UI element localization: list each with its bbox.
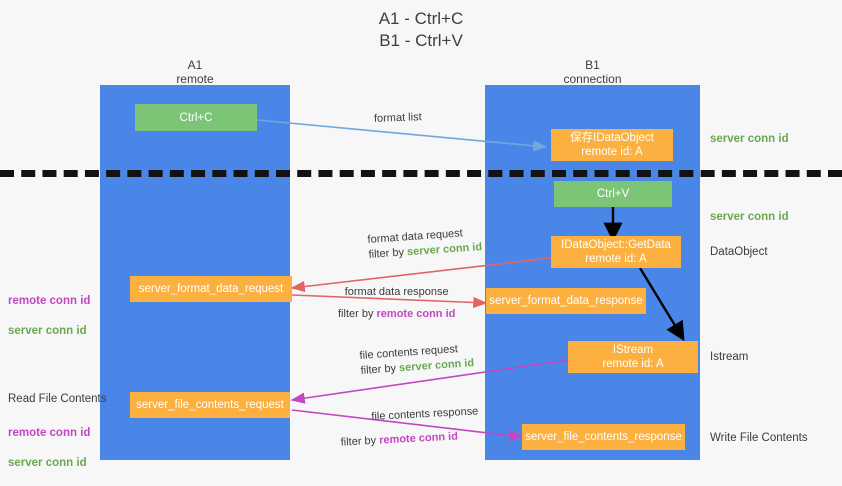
right-label-server-conn-id-second: server conn id xyxy=(710,211,789,223)
column-header-b1-subtitle: connection xyxy=(563,72,622,86)
left-label-server-conn-id: server conn id xyxy=(8,325,87,337)
left-label-file-conn-ids: remote conn id server conn id xyxy=(8,411,90,486)
right-label-istream: Istream xyxy=(710,351,749,363)
edge-label-format-data-response-line1: format data response xyxy=(344,286,449,298)
page-title: A1 - Ctrl+C B1 - Ctrl+V xyxy=(378,9,464,50)
right-label-write-file-contents: Write File Contents xyxy=(710,432,808,444)
column-header-a1-subtitle: remote xyxy=(176,72,214,86)
edge-label-format-list: format list xyxy=(373,111,422,125)
column-header-a1-text: A1 xyxy=(187,58,203,72)
node-save-idataobject[interactable]: 保存IDataObject remote id: A xyxy=(551,129,673,161)
edge-label-format-data-response: format data response filter by remote co… xyxy=(338,285,455,322)
left-label-remote-conn-id: remote conn id xyxy=(8,427,91,439)
filter-key-server-conn-id: server conn id xyxy=(398,357,475,375)
column-header-b1-text: B1 xyxy=(585,58,600,72)
right-label-server-conn-id-top: server conn id xyxy=(710,133,789,145)
filter-prefix: filter by xyxy=(338,308,377,320)
left-label-read-file-contents: Read File Contents xyxy=(8,393,107,405)
left-label-remote-conn-id: remote conn id xyxy=(8,295,91,307)
node-ctrl-v[interactable]: Ctrl+V xyxy=(554,181,672,207)
node-server-file-contents-request[interactable]: server_file_contents_request xyxy=(130,392,290,418)
filter-prefix: filter by xyxy=(368,246,408,261)
filter-prefix: filter by xyxy=(360,362,400,377)
node-server-format-data-response[interactable]: server_format_data_response xyxy=(486,288,646,314)
left-label-server-conn-id: server conn id xyxy=(8,457,87,469)
node-ctrl-c[interactable]: Ctrl+C xyxy=(135,104,257,131)
filter-prefix: filter by xyxy=(340,434,380,449)
edge-label-file-contents-response-filter: filter by remote conn id xyxy=(340,428,480,450)
left-label-format-conn-ids: remote conn id server conn id xyxy=(8,279,90,354)
node-idataobject-getdata[interactable]: IDataObject::GetData remote id: A xyxy=(551,236,681,268)
phase-divider xyxy=(0,170,842,177)
edge-label-file-contents-response-line1: file contents response xyxy=(371,405,479,423)
filter-key-remote-conn-id: remote conn id xyxy=(376,308,456,320)
node-istream[interactable]: IStream remote id: A xyxy=(568,341,698,373)
node-server-file-contents-response[interactable]: server_file_contents_response xyxy=(522,424,685,450)
edge-label-file-contents-response: file contents response filter by remote … xyxy=(339,404,480,450)
edge-label-format-data-request: format data request filter by server con… xyxy=(367,225,483,263)
edge-label-file-contents-request: file contents request filter by server c… xyxy=(359,341,475,379)
right-label-dataobject: DataObject xyxy=(710,246,768,258)
node-server-format-data-request[interactable]: server_format_data_request xyxy=(130,276,292,302)
edge-label-format-data-response-filter: filter by remote conn id xyxy=(338,307,455,322)
filter-key-remote-conn-id: remote conn id xyxy=(378,430,459,447)
filter-key-server-conn-id: server conn id xyxy=(406,241,483,259)
